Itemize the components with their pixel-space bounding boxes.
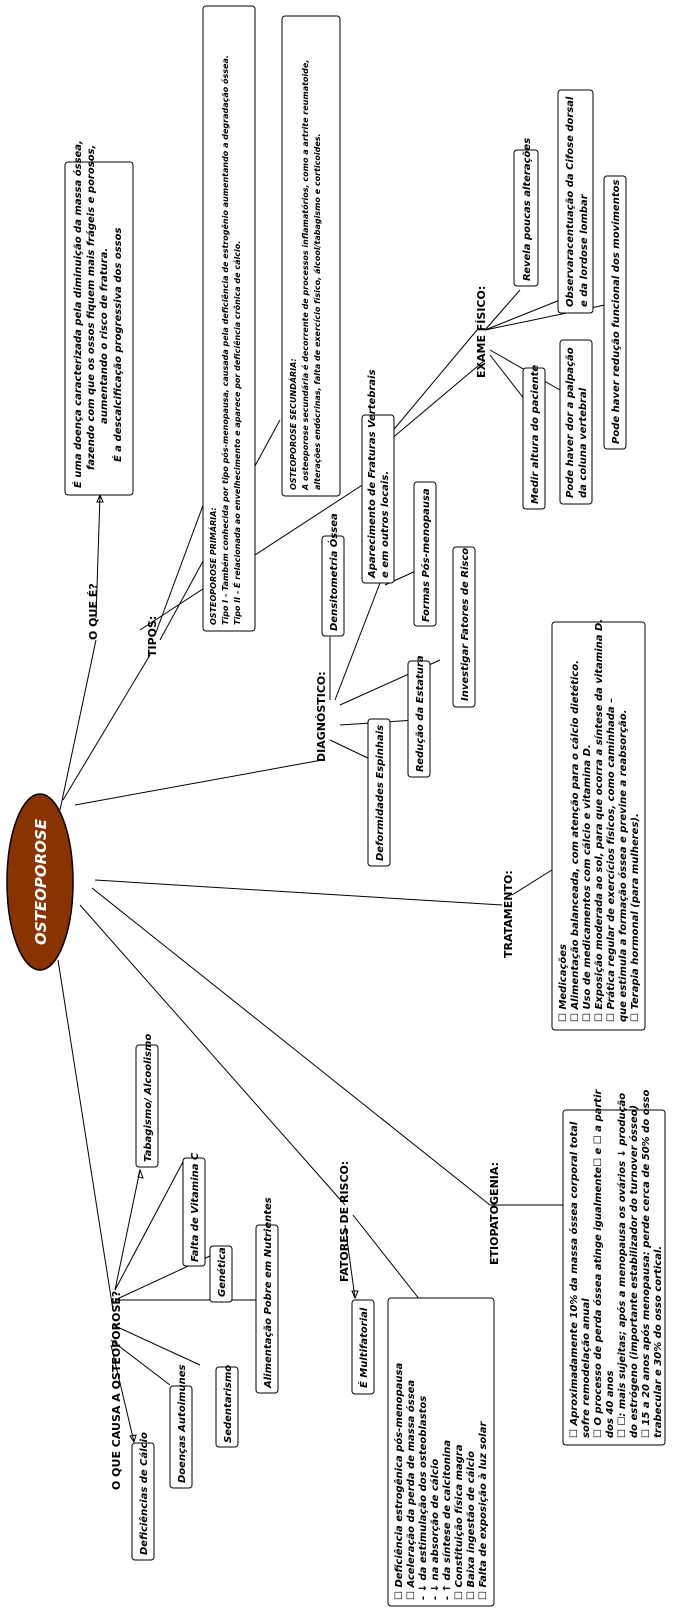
label-tipos: TIPOS: <box>146 616 159 657</box>
svg-text:☐ Medicações: ☐ Medicações <box>558 944 569 1022</box>
svg-text:☐ Alimentação balanceada, com: ☐ Alimentação balanceada, com atenção pa… <box>569 660 581 1022</box>
svg-text:Sedentarismo: Sedentarismo <box>223 1365 234 1443</box>
svg-text:☐ Terapia hormonal (para mulhe: ☐ Terapia hormonal (para mulheres). <box>630 813 641 1022</box>
funcional-box: Pode haver redução funcional dos movimen… <box>603 175 627 450</box>
svg-text:Formas Pós-menopausa: Formas Pós-menopausa <box>420 488 432 622</box>
reducao-box: Redução da Estatura <box>407 655 431 778</box>
svg-text:☐ 15 a 20 anos após menopausa:: ☐ 15 a 20 anos após menopausa: perde cer… <box>640 1090 652 1438</box>
deformidades-box: Deformidades Espinhais <box>367 718 391 867</box>
revela-box: Revela poucas alterações <box>513 138 539 287</box>
oque-e-box: É uma doença caracterizada pela diminuiç… <box>64 140 134 496</box>
svg-text:sofre remodelação anual: sofre remodelação anual <box>581 1298 592 1438</box>
svg-text:- ↓ na absorção de cálcio: - ↓ na absorção de cálcio <box>429 1459 441 1600</box>
svg-text:e da lordose lombar: e da lordose lombar <box>579 193 590 307</box>
svg-text:trabecular e 30% do osso corti: trabecular e 30% do osso cortical. <box>653 1246 664 1438</box>
svg-text:OSTEOPOROSE PRIMÁRIA:: OSTEOPOROSE PRIMÁRIA: <box>207 507 218 625</box>
calcio-box: Deficiências de Cálcio <box>131 1432 155 1561</box>
svg-text:- ↓ da estimulação dos osteobl: - ↓ da estimulação dos osteoblastos <box>418 1396 429 1600</box>
svg-text:☐ O processo de perda óssea at: ☐ O processo de perda óssea atinge igual… <box>592 1088 604 1438</box>
tratamento-box: ☐ Medicações ☐ Alimentação balanceada, c… <box>551 619 646 1031</box>
root-node[interactable] <box>6 793 74 971</box>
svg-text:aumentando o risco de fratura.: aumentando o risco de fratura. <box>99 248 110 424</box>
tabagismo-box: Tabagismo/ Alcoolismo <box>135 1034 159 1168</box>
formas-box: Formas Pós-menopausa <box>413 481 437 627</box>
fraturas-box: Aparecimento de Fraturas Vertebrais e em… <box>361 369 395 584</box>
svg-text:A osteoporose secundária é dec: A osteoporose secundária é decorrente de… <box>300 60 310 491</box>
root-label: OSTEOPOROSE <box>32 818 50 945</box>
secundaria-box: OSTEOPOROSE SECUNDÁRIA: A osteoporose se… <box>281 15 341 497</box>
label-causa: O QUE CAUSA A OSTEOPOROSE? <box>110 1291 123 1490</box>
altura-box: Medir altura do paciente <box>522 365 546 510</box>
svg-text:Tipo I - Também conhecida por: Tipo I - Também conhecida por tipo pós-m… <box>220 55 230 625</box>
vitamina-box: Falta de Vitamina C <box>182 1152 206 1267</box>
genetica-box: Genética <box>209 1245 233 1303</box>
svg-text:alterações endócrinas, falta d: alterações endócrinas, falta de exercíci… <box>312 133 322 490</box>
svg-text:☐ Constituição física magra: ☐ Constituição física magra <box>453 1444 465 1600</box>
svg-text:OSTEOPOROSE SECUNDÁRIA:: OSTEOPOROSE SECUNDÁRIA: <box>287 358 298 490</box>
svg-text:Alimentação Pobre em Nutriente: Alimentação Pobre em Nutrientes <box>263 1197 274 1389</box>
primaria-box: OSTEOPOROSE PRIMÁRIA: Tipo I - Também co… <box>202 5 256 632</box>
nutrientes-box: Alimentação Pobre em Nutrientes <box>255 1197 279 1394</box>
sedentarismo-box: Sedentarismo <box>215 1365 239 1448</box>
label-oque-e: O QUE É? <box>87 583 100 640</box>
svg-text:☐ ☐: mais sujeitas; após a men: ☐ ☐: mais sujeitas; após a menopausa os … <box>616 1093 628 1438</box>
svg-text:Observaracentuação da Cifose d: Observaracentuação da Cifose dorsal <box>565 96 576 307</box>
svg-text:Genética: Genética <box>216 1247 228 1297</box>
svg-text:☐ Falta de exposição à luz sol: ☐ Falta de exposição à luz solar <box>477 1421 489 1600</box>
autoimunes-box: Doenças Autoimunes <box>169 1364 193 1489</box>
svg-text:Investigar Fatores de Risco: Investigar Fatores de Risco <box>460 548 471 701</box>
svg-text:☐ Exposição moderada ao sol, p: ☐ Exposição moderada ao sol, para que oc… <box>593 619 605 1022</box>
svg-text:dos 40 anos: dos 40 anos <box>605 1370 616 1438</box>
etiopatogenia-box: ☐ Aproximadamente 10% da massa óssea cor… <box>562 1088 666 1446</box>
svg-text:que estimula a formação óssea: que estimula a formação óssea e previne … <box>617 710 629 1022</box>
svg-text:da coluna vertebral: da coluna vertebral <box>578 387 589 498</box>
fatores-list-box: ☐ Deficiência estrogênica pós-menopausa … <box>387 1297 495 1607</box>
label-fatores-risco: FATORES DE RISCO: <box>338 1161 351 1282</box>
cifose-box: Observaracentuação da Cifose dorsal e da… <box>557 89 594 314</box>
label-tratamento: TRATAMENTO: <box>502 870 515 958</box>
svg-text:☐ Aceleração da perda de massa: ☐ Aceleração da perda de massa óssea <box>405 1380 417 1600</box>
svg-text:É a descalcificação progressiv: É a descalcificação progressiva dos osso… <box>111 228 124 462</box>
svg-text:do estrógeno (importante estab: do estrógeno (importante estabilizador d… <box>628 1105 640 1438</box>
svg-text:Falta de Vitamina C: Falta de Vitamina C <box>190 1152 201 1262</box>
svg-text:Pode haver dor a palpação: Pode haver dor a palpação <box>565 347 576 498</box>
svg-text:Redução da Estatura: Redução da Estatura <box>415 655 426 772</box>
dor-box: Pode haver dor a palpação da coluna vert… <box>559 339 593 505</box>
label-etiopatogenia: ETIOPATOGENIA: <box>488 1162 501 1265</box>
svg-text:Revela poucas alterações: Revela poucas alterações <box>522 138 533 281</box>
svg-text:☐ Baixa ingestão de cálcio: ☐ Baixa ingestão de cálcio <box>465 1451 477 1600</box>
svg-text:- ↑ da síntese de calcitonina: - ↑ da síntese de calcitonina <box>441 1440 453 1600</box>
svg-text:Tipo II - É relacionada ao env: Tipo II - É relacionada ao envelheciment… <box>231 241 242 625</box>
svg-text:☐ Aproximadamente 10% da massa: ☐ Aproximadamente 10% da massa óssea cor… <box>568 1121 580 1438</box>
svg-text:Deformidades Espinhais: Deformidades Espinhais <box>375 725 386 861</box>
svg-text:☐ Prática regular de exercício: ☐ Prática regular de exercícios físicos,… <box>605 698 617 1022</box>
densitometria-box: Densitometria Óssea <box>321 513 345 637</box>
svg-text:☐ Deficiência estrogênica pós-: ☐ Deficiência estrogênica pós-menopausa <box>393 1362 405 1600</box>
label-exame-fisico: EXAME FÍSICO: <box>475 286 488 378</box>
svg-text:Deficiências de Cálcio: Deficiências de Cálcio <box>138 1432 150 1555</box>
label-diagnostico: DIAGNÓSTICO: <box>315 671 328 762</box>
svg-text:É uma doença caracterizada pel: É uma doença caracterizada pela diminuiç… <box>71 140 84 488</box>
svg-text:Doenças Autoimunes: Doenças Autoimunes <box>177 1364 188 1483</box>
svg-text:Pode haver redução funcional d: Pode haver redução funcional dos movimen… <box>611 180 622 444</box>
svg-text:fazendo com que os ossos fique: fazendo com que os ossos fiquem mais frá… <box>85 145 97 470</box>
svg-text:Tabagismo/ Alcoolismo: Tabagismo/ Alcoolismo <box>143 1034 154 1162</box>
svg-text:☐ Uso de medicamentos com cálc: ☐ Uso de medicamentos com cálcio e vitam… <box>581 744 593 1022</box>
investigar-box: Investigar Fatores de Risco <box>452 546 476 708</box>
svg-text:Medir altura do paciente: Medir altura do paciente <box>530 365 541 504</box>
multifatorial-box: É Multifatorial <box>351 1299 375 1395</box>
svg-text:e em outros locais.: e em outros locais. <box>380 471 391 578</box>
svg-text:É Multifatorial: É Multifatorial <box>357 1307 370 1388</box>
svg-text:Aparecimento de Fraturas Verte: Aparecimento de Fraturas Vertebrais <box>367 369 378 579</box>
svg-text:Densitometria Óssea: Densitometria Óssea <box>327 513 340 631</box>
